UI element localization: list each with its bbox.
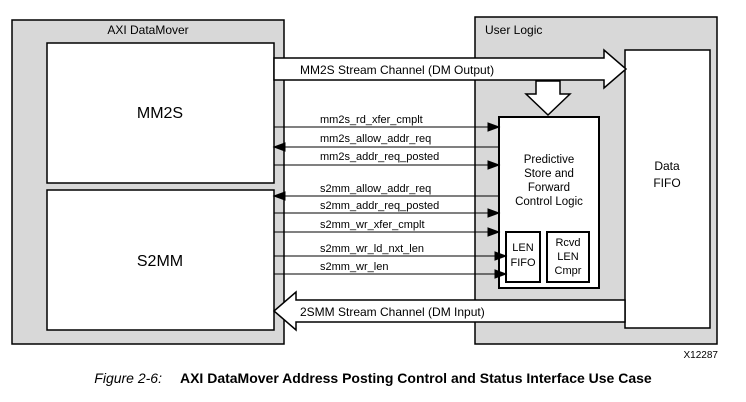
mm2s-tap-down-arrow <box>524 80 572 117</box>
s2mm-stream-label: 2SMM Stream Channel (DM Input) <box>300 305 485 319</box>
mm2s-stream-arrow <box>273 48 628 90</box>
data-fifo-label-line2: FIFO <box>653 176 680 190</box>
mm2s-stream-label: MM2S Stream Channel (DM Output) <box>300 63 494 77</box>
signal-label-0: mm2s_rd_xfer_cmplt <box>320 114 423 126</box>
caption-title: AXI DataMover Address Posting Control an… <box>179 370 652 386</box>
len-fifo-line1: LEN <box>512 242 533 254</box>
rcvd-len-cmpr-line1: Rcvd <box>555 237 580 249</box>
signal-lines <box>272 122 508 279</box>
s2mm-stream-arrow <box>272 290 626 332</box>
mm2s-label: MM2S <box>137 105 183 122</box>
len-fifo-block <box>505 231 541 283</box>
user-logic-label: User Logic <box>485 23 542 37</box>
rcvd-len-cmpr-line3: Cmpr <box>555 265 582 277</box>
signal-label-6: s2mm_wr_ld_nxt_len <box>320 243 424 255</box>
control-logic-line1: Predictive <box>524 154 575 166</box>
caption-number: Figure 2-6: <box>94 370 162 386</box>
diagram-canvas: AXI DataMover User Logic MM2S S2MM Data … <box>11 16 719 361</box>
s2mm-block <box>46 189 275 331</box>
mm2s-block <box>46 42 275 184</box>
data-fifo-label-line1: Data <box>654 159 680 173</box>
control-logic-line4: Control Logic <box>515 196 583 208</box>
rcvd-len-cmpr-block <box>546 231 590 283</box>
len-fifo-line2: FIFO <box>510 257 535 269</box>
signal-label-7: s2mm_wr_len <box>320 261 388 273</box>
figure-caption: Figure 2-6: AXI DataMover Address Posting… <box>0 370 746 386</box>
signal-label-1: mm2s_allow_addr_req <box>320 133 431 145</box>
signal-label-4: s2mm_addr_req_posted <box>320 200 439 212</box>
rcvd-len-cmpr-line2: LEN <box>557 251 578 263</box>
signal-label-5: s2mm_wr_xfer_cmplt <box>320 219 425 231</box>
signal-label-3: s2mm_allow_addr_req <box>320 183 431 195</box>
signal-label-2: mm2s_addr_req_posted <box>320 151 439 163</box>
s2mm-label: S2MM <box>137 253 183 270</box>
control-logic-line2: Store and <box>524 168 574 180</box>
data-fifo-block <box>624 49 711 329</box>
axi-datamover-label: AXI DataMover <box>107 23 188 37</box>
control-logic-line3: Forward <box>528 182 570 194</box>
figure-id: X12287 <box>684 350 719 361</box>
